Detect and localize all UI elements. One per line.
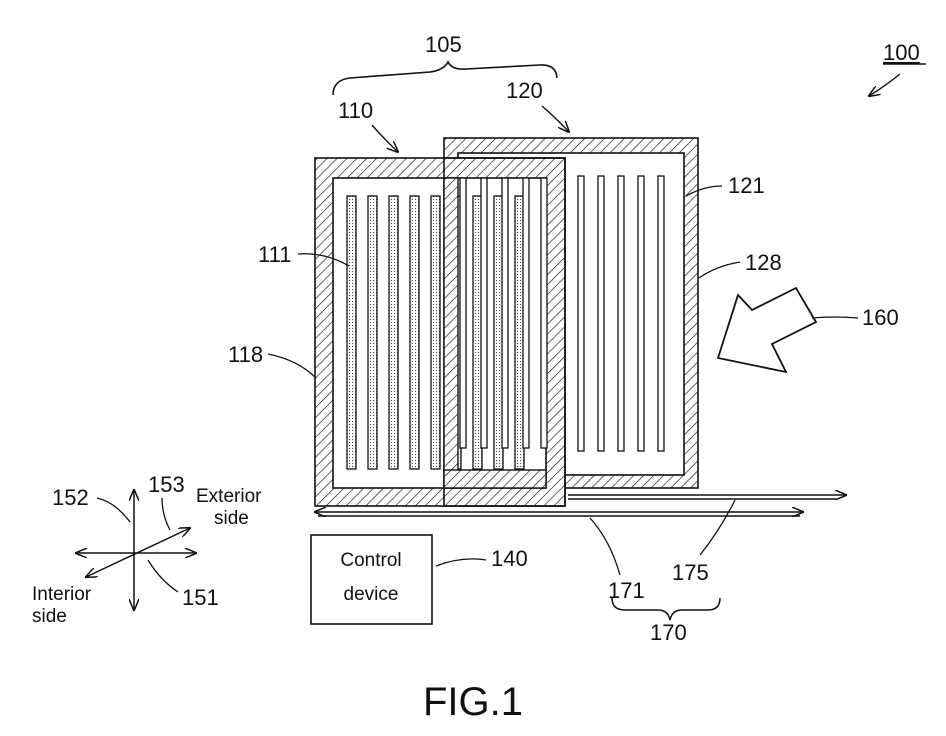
leader-110 xyxy=(372,125,398,152)
figure-caption: FIG.1 xyxy=(423,680,523,724)
overlap-left-bar xyxy=(444,178,458,488)
leader-175 xyxy=(700,500,735,555)
exterior-side-line2: side xyxy=(214,508,249,529)
leader-153 xyxy=(162,498,170,530)
label-160: 160 xyxy=(862,305,899,330)
fin-111 xyxy=(410,196,419,469)
leader-171 xyxy=(590,518,620,575)
leader-118 xyxy=(268,354,316,378)
leader-100 xyxy=(869,74,900,96)
leader-120 xyxy=(542,106,569,132)
fin-121-overlap xyxy=(541,178,547,448)
fin-121 xyxy=(618,176,624,451)
label-170: 170 xyxy=(650,620,687,645)
control-device-line2: device xyxy=(344,584,399,605)
leader-140 xyxy=(436,559,486,566)
label-151: 151 xyxy=(182,585,219,610)
control-device-box xyxy=(311,535,432,624)
fin-111 xyxy=(368,196,377,469)
label-175: 175 xyxy=(672,560,709,585)
label-171: 171 xyxy=(608,578,645,603)
label-118: 118 xyxy=(228,342,263,367)
label-128: 128 xyxy=(745,250,782,275)
label-100: 100 xyxy=(883,40,920,65)
fin-121 xyxy=(658,176,664,451)
label-111: 111 xyxy=(258,242,291,267)
label-120: 120 xyxy=(506,78,543,103)
overlap-bottom-bar xyxy=(444,470,546,488)
exterior-side-line1: Exterior xyxy=(196,486,262,507)
interior-side-line1: Interior xyxy=(32,584,92,605)
fin-111 xyxy=(347,196,356,469)
leader-151 xyxy=(148,560,178,592)
interior-panel-110 xyxy=(315,158,565,506)
leader-152 xyxy=(97,498,130,522)
fin-121-overlap xyxy=(523,178,529,448)
leader-128 xyxy=(699,262,740,278)
fin-111 xyxy=(389,196,398,469)
label-140: 140 xyxy=(491,546,528,571)
leader-160 xyxy=(812,317,858,318)
fin-111 xyxy=(431,196,440,469)
fin-121 xyxy=(598,176,604,451)
interior-side-line2: side xyxy=(32,606,67,627)
wind-arrow-icon xyxy=(718,288,816,372)
control-device-line1: Control xyxy=(340,550,401,571)
fin-121 xyxy=(578,176,584,451)
label-105: 105 xyxy=(425,32,462,57)
label-121: 121 xyxy=(728,173,765,198)
label-153: 153 xyxy=(148,472,185,497)
fins-111 xyxy=(347,196,524,469)
fin-121-overlap xyxy=(502,178,508,448)
fin-121 xyxy=(638,176,644,451)
fin-121-overlap xyxy=(460,178,466,448)
label-110: 110 xyxy=(338,98,373,123)
label-152: 152 xyxy=(52,485,89,510)
fin-121-overlap xyxy=(481,178,487,448)
